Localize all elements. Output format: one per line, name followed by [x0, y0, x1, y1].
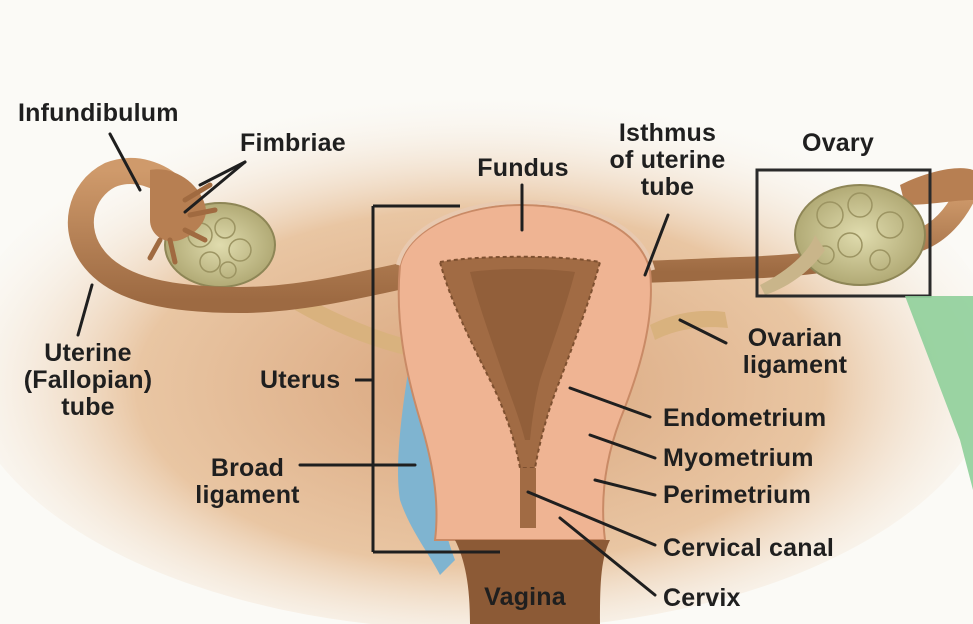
label-broad-ligament-line1: Broad	[190, 455, 305, 482]
label-fimbriae: Fimbriae	[240, 130, 346, 157]
right-ovary	[795, 185, 925, 285]
label-broad-ligament: Broad ligament	[190, 455, 305, 509]
label-isthmus: Isthmus of uterine tube	[590, 120, 745, 201]
label-ovarian-ligament-line2: ligament	[730, 352, 860, 379]
label-fundus: Fundus	[468, 155, 578, 182]
label-ovary: Ovary	[788, 130, 888, 157]
label-isthmus-line2: of uterine	[590, 147, 745, 174]
label-uterine-tube-line2: (Fallopian)	[8, 367, 168, 394]
label-uterine-tube: Uterine (Fallopian) tube	[8, 340, 168, 421]
label-isthmus-line3: tube	[590, 174, 745, 201]
right-tube-end	[900, 168, 973, 205]
label-ovarian-ligament-line1: Ovarian	[730, 325, 860, 352]
label-endometrium: Endometrium	[663, 405, 826, 432]
label-ovarian-ligament: Ovarian ligament	[730, 325, 860, 379]
label-cervix: Cervix	[663, 585, 741, 612]
label-broad-ligament-line2: ligament	[190, 482, 305, 509]
label-uterine-tube-line3: tube	[8, 394, 168, 421]
label-perimetrium: Perimetrium	[663, 482, 811, 509]
label-uterus: Uterus	[260, 367, 340, 394]
cervical-canal	[520, 468, 536, 528]
label-myometrium: Myometrium	[663, 445, 814, 472]
label-uterine-tube-line1: Uterine	[8, 340, 168, 367]
label-isthmus-line1: Isthmus	[590, 120, 745, 147]
label-infundibulum: Infundibulum	[18, 100, 179, 127]
label-vagina: Vagina	[470, 584, 580, 611]
label-cervical-canal: Cervical canal	[663, 535, 834, 562]
